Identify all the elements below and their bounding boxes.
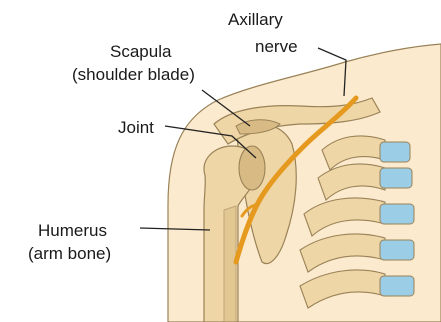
humerus-label-line2: (arm bone): [28, 244, 111, 263]
scapula-label-line1: Scapula: [110, 42, 172, 61]
humerus-label-line1: Humerus: [38, 221, 107, 240]
humerus-shaft-shade: [224, 206, 236, 322]
axillary-nerve-label-line1: Axillary: [228, 10, 283, 29]
costal-cartilage: [380, 240, 414, 260]
shoulder-joint: [239, 146, 265, 190]
costal-cartilage: [380, 168, 412, 188]
costal-cartilage: [380, 204, 414, 224]
joint-label: Joint: [118, 118, 154, 137]
scapula-label-line2: (shoulder blade): [72, 65, 195, 84]
costal-cartilage: [380, 142, 410, 162]
axillary-nerve-label-line2: nerve: [255, 37, 298, 56]
costal-cartilage: [380, 276, 414, 296]
